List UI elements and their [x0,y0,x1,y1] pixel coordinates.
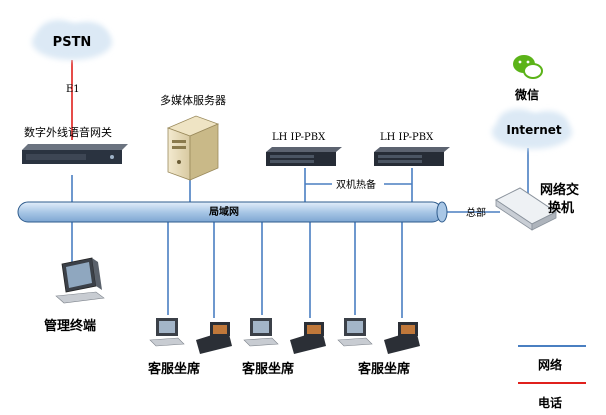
lan-bus: 局域网 [17,201,448,223]
internet-label: Internet [506,123,561,137]
legend: 网络 电话 [518,345,586,410]
lan-label: 局域网 [208,205,239,218]
media-server-icon [166,115,220,181]
agent2-label: 客服坐席 [242,361,294,377]
mgmt-terminal-computer-icon [55,257,105,304]
switch-label-line1: 网络交 [540,182,579,198]
wechat-label: 微信 [514,87,539,102]
wechat-icon [513,55,543,79]
agent-computer-icon [337,318,373,347]
gateway-label: 数字外线语音网关 [24,125,112,139]
pbx1-device [266,147,342,166]
agent1-label: 客服坐席 [148,361,200,377]
agent-station-1 [149,318,232,354]
mgmt-terminal-label: 管理终端 [44,318,96,334]
hot-standby-label: 双机热备 [336,178,376,191]
internet-cloud: Internet [492,109,572,149]
trunk-label: 总部 [466,206,486,219]
ip-phone-icon [384,322,420,354]
ip-phone-icon [290,322,326,354]
pbx2-label: LH IP-PBX [380,132,434,143]
agent3-label: 客服坐席 [358,361,410,377]
agent-station-2 [243,318,326,354]
e1-label: E1 [66,84,80,95]
switch-label-line2: 换机 [548,200,574,216]
pbx1-label: LH IP-PBX [272,132,326,143]
agent-computer-icon [149,318,185,347]
agent-computer-icon [243,318,279,347]
agent-station-3 [337,318,420,354]
network-switch-icon [495,187,557,231]
legend-network-label: 网络 [538,357,562,372]
legend-phone-label: 电话 [538,395,562,410]
ip-phone-icon [196,322,232,354]
pbx2-device [374,147,450,166]
network-links [71,148,529,318]
pstn-label: PSTN [53,35,92,50]
voice-gateway-device [22,144,128,164]
pstn-cloud: PSTN [32,20,112,60]
media-server-label: 多媒体服务器 [160,93,226,107]
